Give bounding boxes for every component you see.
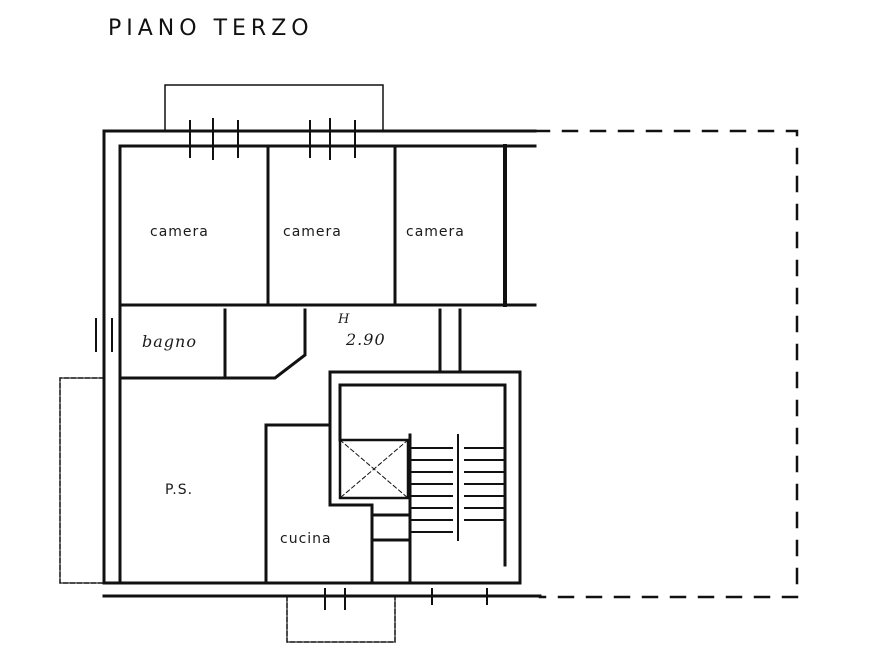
top-balcony [164,84,384,132]
room-label-camera-1: camera [150,224,209,240]
height-marker: H [338,312,351,327]
room-label-ps: P.S. [165,482,194,498]
room-label-camera-2: camera [283,224,342,240]
room-label-camera-3: camera [406,224,465,240]
future-extension-outline [533,129,799,599]
room-label-bagno: bagno [142,332,197,351]
room-label-cucina: cucina [280,531,332,547]
height-value: 2.90 [346,330,386,349]
plan-title: PIANO TERZO [108,16,314,41]
